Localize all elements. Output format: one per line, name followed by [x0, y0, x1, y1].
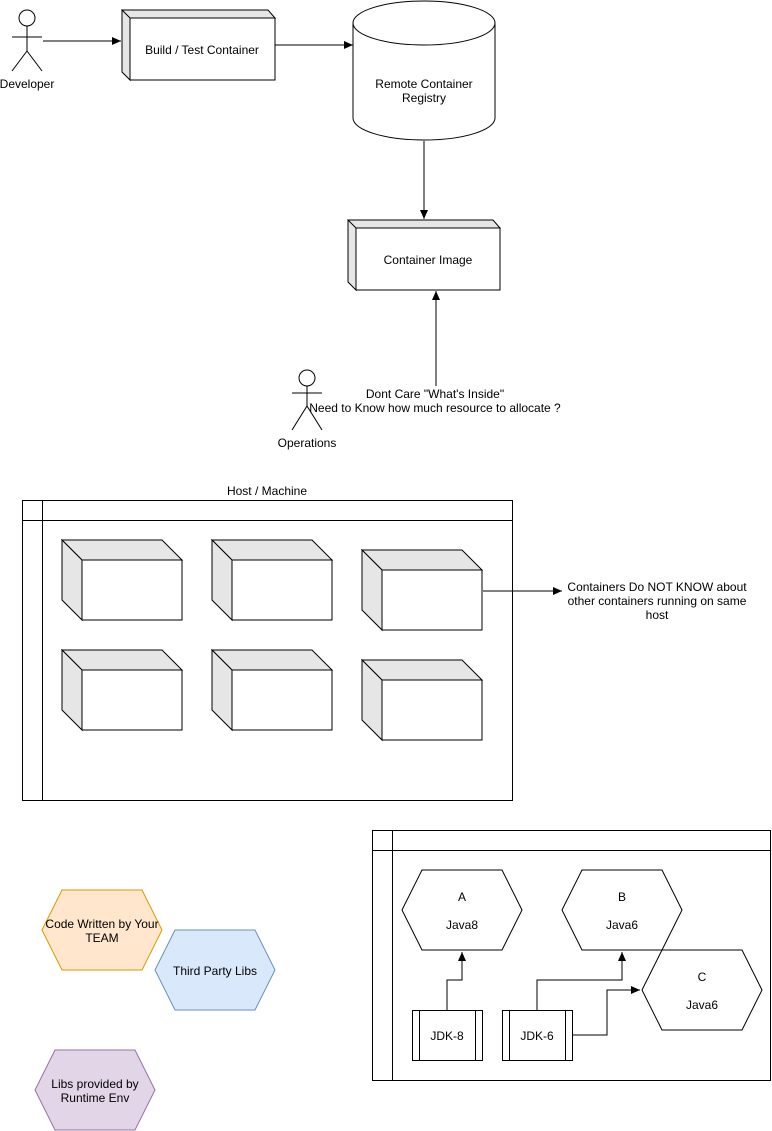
operations-note-line2: Need to Know how much resource to alloca… [309, 401, 561, 415]
app-a-runtime: Java8 [446, 918, 478, 932]
operations-note-bg [360, 386, 510, 398]
host-container-cube[interactable] [210, 538, 334, 622]
host-container-cube[interactable] [360, 658, 484, 742]
app-c-hexagon[interactable] [641, 949, 763, 1031]
app-b-name: B [618, 890, 626, 904]
app-a-name: A [458, 890, 466, 904]
jdk8-to-a-connector [446, 952, 466, 1010]
host-machine-frame[interactable] [22, 500, 513, 801]
runtime-libs-label-line1: Libs provided by [51, 1077, 138, 1091]
operations-actor[interactable] [291, 369, 323, 431]
registry-cylinder[interactable] [352, 0, 496, 141]
host-containers [60, 538, 484, 742]
app-c-name: C [698, 970, 707, 984]
team-code-label-line2: TEAM [85, 931, 118, 945]
jdk8-label: JDK-8 [430, 1029, 464, 1043]
registry-label-line1: Remote Container [375, 77, 472, 91]
build-container-node[interactable] [120, 9, 277, 82]
jdk8-process[interactable] [412, 1010, 483, 1061]
build-container-label: Build / Test Container [145, 43, 259, 57]
developer-label: Developer [0, 77, 54, 91]
registry-label-line2: Registry [402, 91, 446, 105]
apps-host-frame[interactable] [372, 830, 771, 1081]
jdk6-process[interactable] [502, 1010, 573, 1061]
app-b-runtime: Java6 [606, 918, 638, 932]
containers-note-line1: Containers Do NOT KNOW about [567, 580, 747, 594]
host-container-cube[interactable] [60, 648, 184, 732]
containers-note-line2: other containers running on same [568, 594, 747, 608]
third-party-hexagon[interactable] [154, 929, 276, 1011]
container-image-node[interactable] [346, 219, 502, 292]
app-a-hexagon[interactable] [401, 869, 523, 951]
jdk6-to-c-connector [572, 986, 640, 1036]
jdk6-label: JDK-6 [520, 1029, 554, 1043]
operations-label: Operations [278, 436, 337, 450]
app-b-hexagon[interactable] [561, 869, 683, 951]
operations-note-line1: Dont Care "What's Inside" [366, 387, 504, 401]
developer-actor[interactable] [11, 9, 43, 72]
runtime-libs-hexagon[interactable] [34, 1049, 156, 1131]
containers-note-line3: host [646, 608, 669, 622]
third-party-label: Third Party Libs [173, 964, 257, 978]
container-image-label: Container Image [384, 253, 473, 267]
team-code-hexagon[interactable] [41, 889, 163, 971]
host-title: Host / Machine [227, 484, 307, 498]
team-code-label-line1: Code Written by Your [45, 917, 158, 931]
host-container-cube[interactable] [210, 648, 334, 732]
host-container-cube[interactable] [360, 548, 484, 632]
host-container-cube[interactable] [60, 538, 184, 622]
app-c-runtime: Java6 [686, 998, 718, 1012]
runtime-libs-label-line2: Runtime Env [61, 1091, 130, 1105]
jdk6-to-b-connector [536, 952, 626, 1010]
